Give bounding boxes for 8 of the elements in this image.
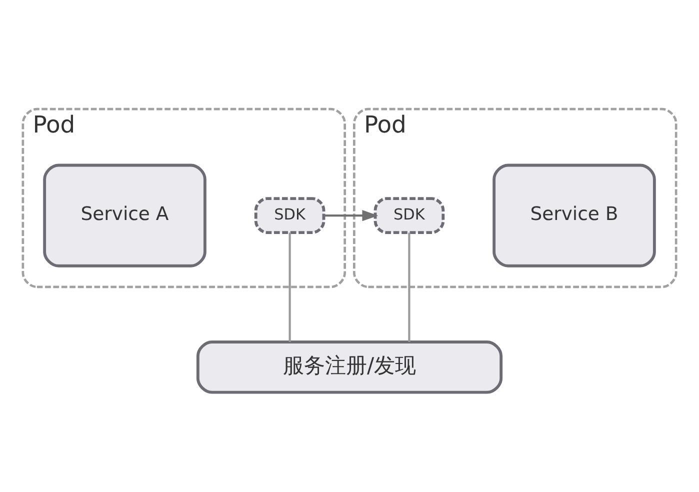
connector [408,232,410,342]
arrow [324,210,378,222]
node-box: Service A [43,164,206,268]
node-box: SDK [374,197,445,234]
node-box: SDK [254,197,326,234]
connector [288,232,291,342]
node-box: Service B [492,164,656,268]
node-box: 服务注册/发现 [196,340,503,394]
